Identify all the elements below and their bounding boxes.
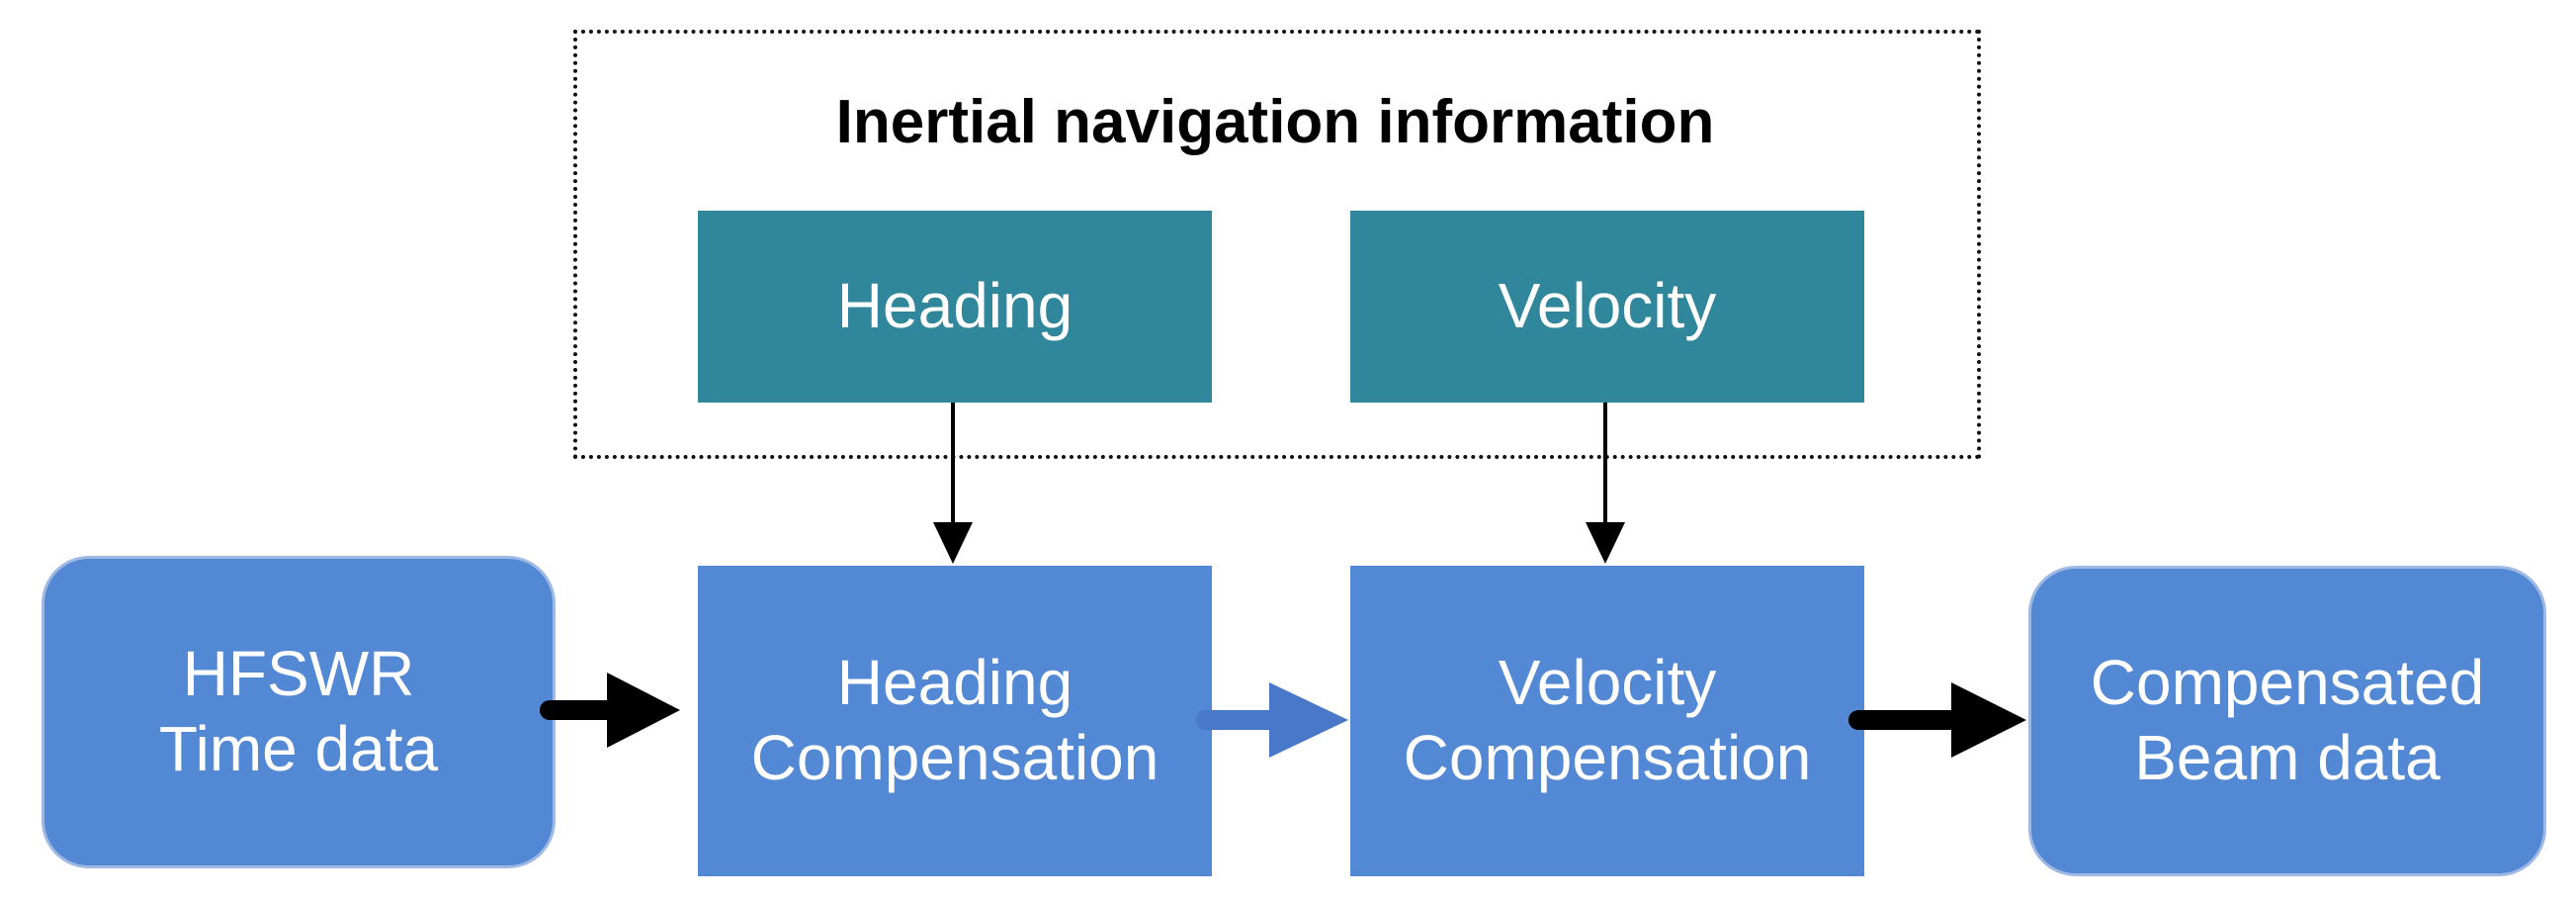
velocity-down-arrowhead xyxy=(1586,522,1625,564)
heading-label: Heading xyxy=(836,270,1073,342)
heading-down-arrowhead xyxy=(933,522,973,564)
heading-box: Heading xyxy=(698,211,1212,403)
inertial-navigation-group xyxy=(573,30,1981,459)
hfswr-label-line2: Time data xyxy=(158,713,439,784)
velocity-label: Velocity xyxy=(1498,270,1717,342)
heading-compensation-line2: Compensation xyxy=(750,722,1159,793)
compensated-beam-data-box: Compensated Beam data xyxy=(2028,566,2546,876)
heading-comp-right-arrowhead xyxy=(1269,682,1348,758)
velocity-compensation-line2: Compensation xyxy=(1403,722,1812,793)
velocity-comp-right-arrowhead xyxy=(1951,682,2026,758)
velocity-box: Velocity xyxy=(1350,211,1864,403)
hfswr-time-data-box: HFSWR Time data xyxy=(42,556,556,868)
compensated-label-line2: Beam data xyxy=(2134,722,2441,793)
compensated-label-line1: Compensated xyxy=(2090,647,2485,719)
hfswr-right-arrowhead xyxy=(607,673,680,748)
hfswr-label-line1: HFSWR xyxy=(182,638,415,710)
velocity-compensation-line1: Velocity xyxy=(1498,647,1717,719)
group-title: Inertial navigation information xyxy=(835,88,1715,156)
heading-compensation-line1: Heading xyxy=(836,647,1073,719)
velocity-compensation-box: Velocity Compensation xyxy=(1350,566,1864,876)
heading-compensation-box: Heading Compensation xyxy=(698,566,1212,876)
